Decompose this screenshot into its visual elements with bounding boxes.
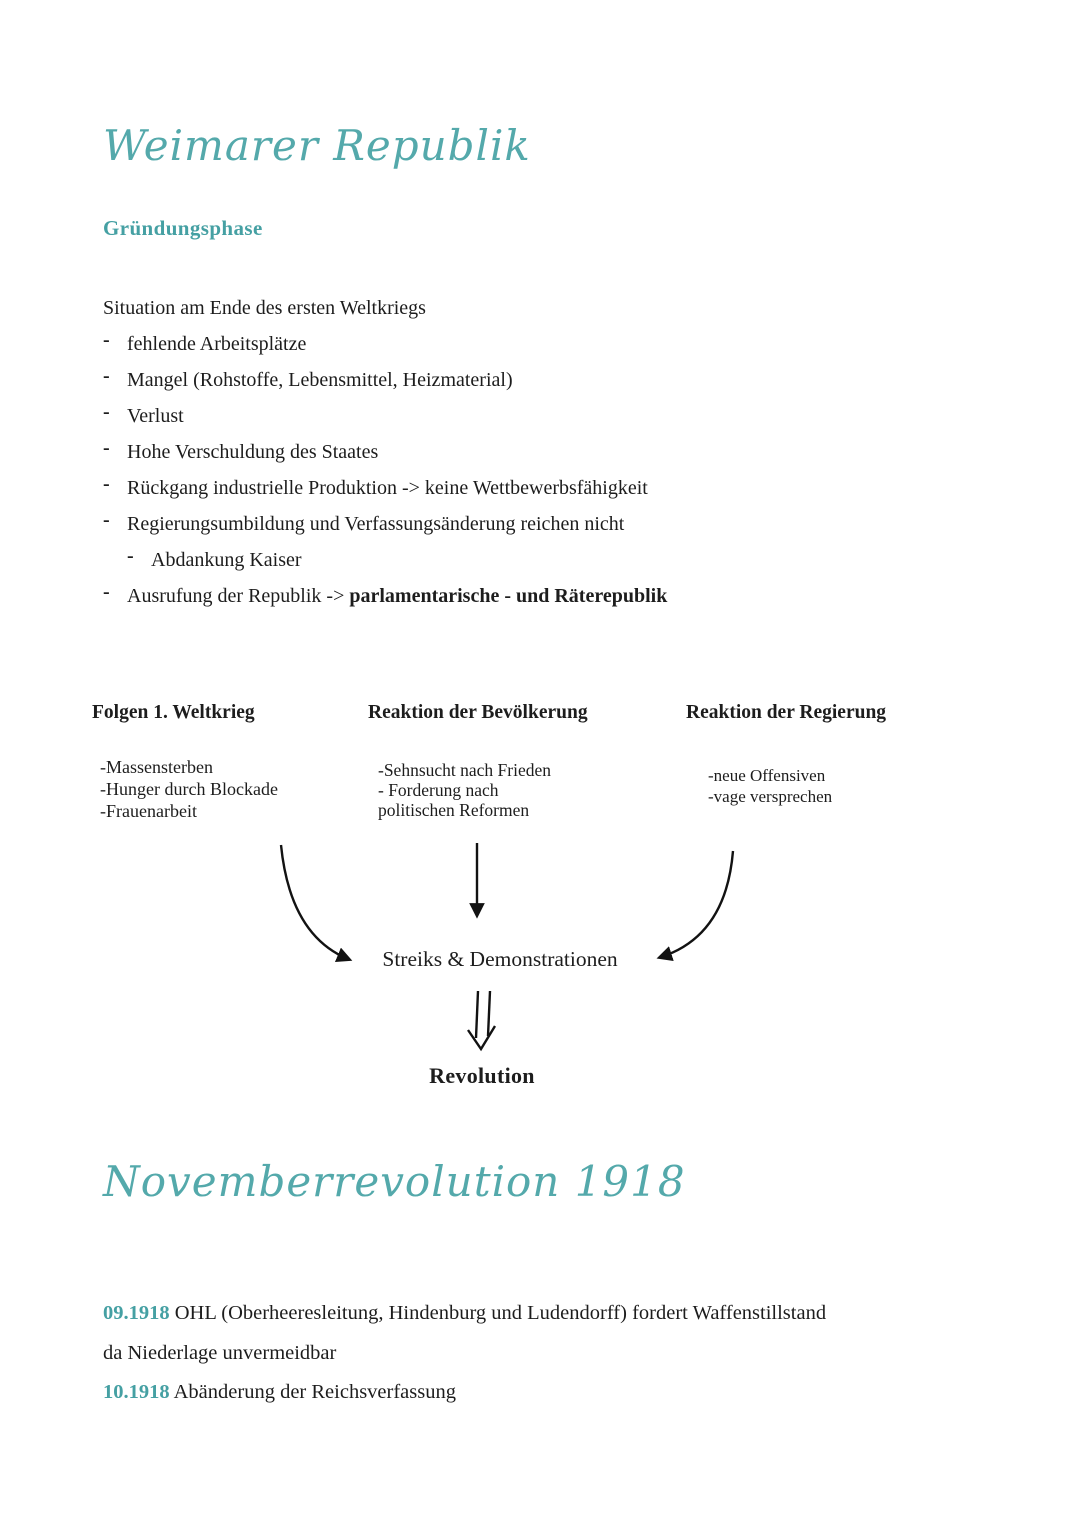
list-item: - Regierungsumbildung und Verfassungsänd…	[103, 506, 963, 542]
paragraph-line: 10.1918 Abänderung der Reichsverfassung	[103, 1373, 1053, 1413]
diagram-item: -Massensterben	[100, 757, 213, 777]
double-arrow-down-icon	[467, 990, 497, 1052]
list-item-text: Mangel (Rohstoffe, Lebensmittel, Heizmat…	[127, 369, 513, 391]
list-item: - fehlende Arbeitsplätze	[103, 326, 963, 362]
date-label: 10.1918	[103, 1381, 170, 1403]
diagram-result-label: Revolution	[429, 1063, 535, 1088]
list-item-text: Abdankung Kaiser	[151, 549, 302, 571]
bullet-dash: -	[103, 473, 110, 495]
diagram-item: -vage versprechen	[708, 787, 833, 806]
list-item-text: Rückgang industrielle Produktion -> kein…	[127, 477, 648, 499]
causes-diagram: Folgen 1. Weltkrieg Reaktion der Bevölke…	[0, 700, 1080, 1100]
diagram-item: -neue Offensiven	[708, 766, 826, 785]
list-item-text: fehlende Arbeitsplätze	[127, 333, 307, 355]
situation-lead: Situation am Ende des ersten Weltkriegs	[103, 297, 426, 319]
page-title: Weimarer Republik	[103, 121, 531, 170]
list-item-text: Regierungsumbildung und Verfassungsänder…	[127, 513, 625, 535]
bullet-dash: -	[103, 329, 110, 351]
date-label: 09.1918	[103, 1302, 170, 1324]
diagram-column-items: -Massensterben -Hunger durch Blockade -F…	[100, 756, 278, 822]
diagram-item: -Sehnsucht nach Frieden	[378, 760, 552, 780]
paragraph-line: 09.1918 OHL (Oberheeresleitung, Hindenbu…	[103, 1294, 1053, 1334]
diagram-item: -Frauenarbeit	[100, 801, 197, 821]
situation-list: Situation am Ende des ersten Weltkriegs …	[103, 290, 963, 614]
list-item: - Rückgang industrielle Produktion -> ke…	[103, 470, 963, 506]
list-item-nested: - Abdankung Kaiser	[127, 542, 963, 578]
bullet-dash: -	[103, 437, 110, 459]
diagram-arrows	[279, 843, 735, 1052]
arrow-right-curved	[656, 850, 735, 962]
diagram-item: -Hunger durch Blockade	[100, 779, 278, 799]
list-item-text: Ausrufung der Republik -> parlamentarisc…	[127, 585, 668, 607]
list-item-bold-text: parlamentarische - und Räterepublik	[349, 585, 668, 607]
section-heading-gruendungsphase: Gründungsphase	[103, 216, 263, 240]
diagram-column-heading: Reaktion der Regierung	[686, 702, 887, 723]
diagram-column-items: -Sehnsucht nach Frieden - Forderung nach…	[378, 760, 551, 820]
paragraph-text: Abänderung der Reichsverfassung	[173, 1381, 456, 1403]
list-item-text: Hohe Verschuldung des Staates	[127, 441, 379, 463]
bullet-dash: -	[103, 401, 110, 423]
diagram-item: - Forderung nach	[378, 780, 499, 800]
list-item: - Verlust	[103, 398, 963, 434]
bullet-dash: -	[103, 365, 110, 387]
list-item-text: Verlust	[127, 405, 184, 427]
bullet-dash: -	[127, 545, 134, 567]
diagram-convergence-label: Streiks & Demonstrationen	[382, 947, 618, 971]
diagram-column-items: -neue Offensiven -vage versprechen	[708, 765, 832, 807]
paragraph-text: da Niederlage unvermeidbar	[103, 1341, 337, 1364]
list-item: - Hohe Verschuldung des Staates	[103, 434, 963, 470]
diagram-column-heading: Folgen 1. Weltkrieg	[92, 702, 255, 723]
diagram-item: politischen Reformen	[378, 800, 530, 820]
paragraph-line: da Niederlage unvermeidbar	[103, 1334, 1053, 1374]
paragraph-text: OHL (Oberheeresleitung, Hindenburg und L…	[174, 1302, 827, 1324]
diagram-column-heading: Reaktion der Bevölkerung	[368, 702, 588, 723]
list-item: - Ausrufung der Republik -> parlamentari…	[103, 578, 963, 614]
section-title-novemberrevolution: Novemberrevolution 1918	[103, 1157, 686, 1206]
list-item: - Mangel (Rohstoffe, Lebensmittel, Heizm…	[103, 362, 963, 398]
bullet-dash: -	[103, 581, 110, 603]
november-paragraph: 09.1918 OHL (Oberheeresleitung, Hindenbu…	[103, 1294, 1053, 1413]
arrow-left-curved	[279, 844, 353, 963]
bullet-dash: -	[103, 509, 110, 531]
